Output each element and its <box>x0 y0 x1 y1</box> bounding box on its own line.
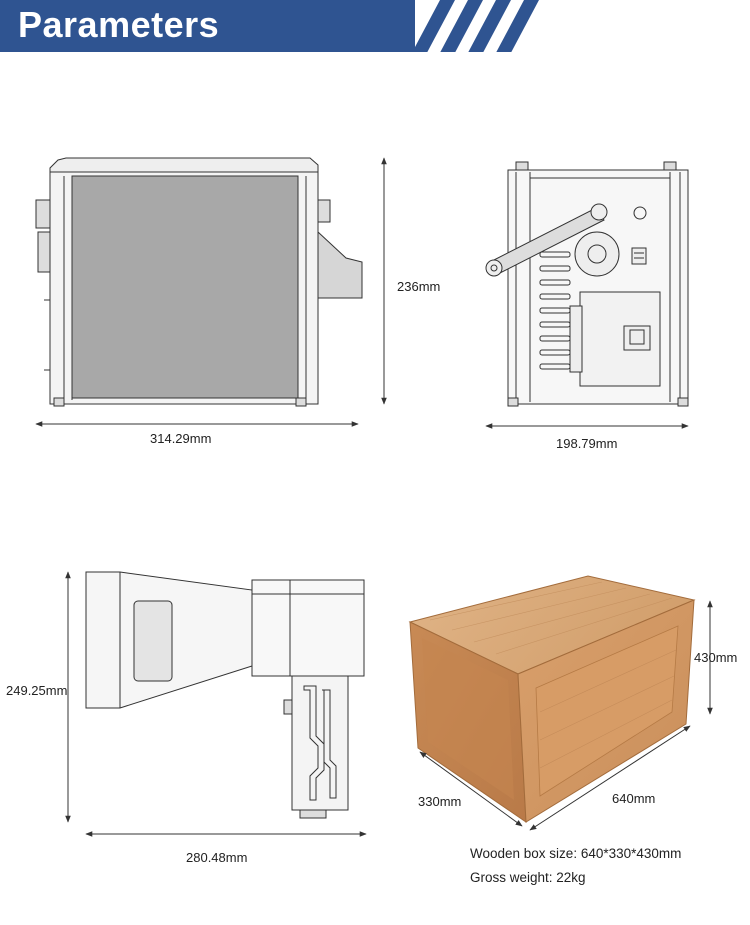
side-height-label: 249.25mm <box>6 683 68 698</box>
box-depth-label: 330mm <box>418 794 462 809</box>
back-view-drawing <box>485 161 689 407</box>
side-length-label: 280.48mm <box>186 850 248 865</box>
back-width-label: 198.79mm <box>556 436 618 451</box>
header-banner: Parameters <box>0 0 750 52</box>
side-view-drawing <box>85 571 365 819</box>
box-height-label: 430mm <box>694 650 738 665</box>
page-title: Parameters <box>18 4 220 45</box>
box-width-label: 640mm <box>612 791 656 806</box>
front-width-label: 314.29mm <box>150 431 212 446</box>
box-width-dimension-line <box>529 725 691 831</box>
header-bar <box>0 0 415 52</box>
gross-weight-text: Gross weight: 22kg <box>470 870 586 885</box>
wooden-box-illustration <box>408 575 696 823</box>
box-size-text: Wooden box size: 640*330*430mm <box>470 846 682 861</box>
front-view-drawing <box>35 157 363 407</box>
box-depth-dimension-line <box>419 751 523 827</box>
front-height-label: 236mm <box>397 279 441 294</box>
